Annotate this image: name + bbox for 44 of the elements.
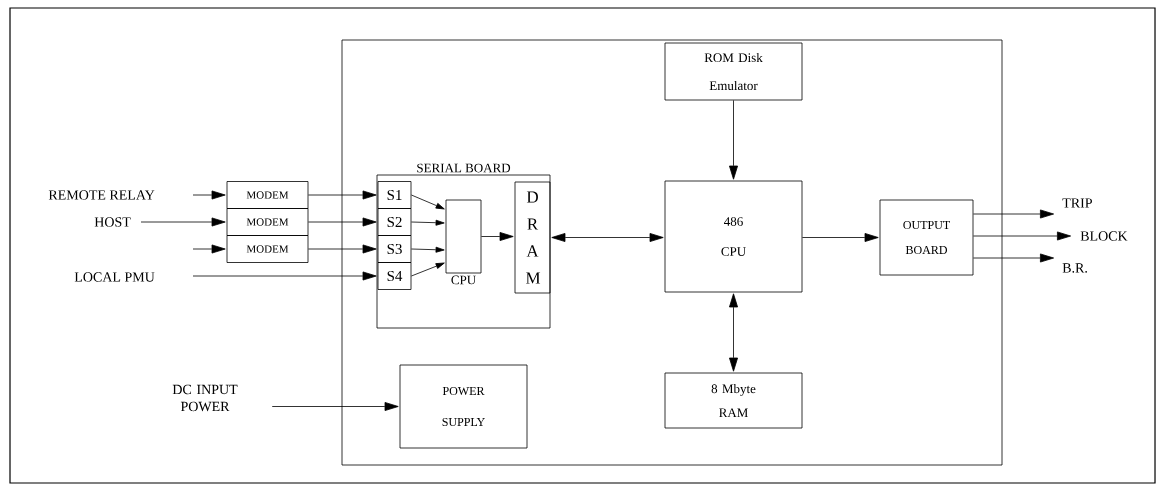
signal-label: LOCAL PMU: [74, 272, 155, 282]
arrow: [192, 190, 226, 200]
port-box: S1: [377, 181, 412, 209]
port-box: S2: [377, 208, 412, 236]
arrow: [411, 246, 445, 253]
signal-label: TRIP: [1062, 198, 1092, 208]
cpu-box: CPU: [445, 199, 482, 285]
arrow: [973, 253, 1054, 263]
output-board-box: OUTPUT BOARD: [879, 199, 974, 276]
arrow: [192, 244, 226, 254]
arrow: [973, 231, 1071, 241]
power-supply-box: POWER SUPPLY: [399, 364, 528, 449]
port-box: S3: [377, 235, 412, 263]
modem-box: MODEM: [226, 235, 309, 263]
arrow: [481, 232, 514, 241]
processor-box: 486 CPU: [664, 180, 803, 293]
arrow: [729, 293, 738, 372]
arrow: [802, 233, 879, 242]
memory-box: D R A M: [514, 181, 551, 294]
port-box: S4: [377, 262, 412, 290]
component-box: ROM Disk Emulator: [664, 42, 803, 101]
signal-label: BLOCK: [1080, 231, 1128, 241]
enclosure-box: [341, 39, 1003, 466]
node-label: SERIAL BOARD: [417, 163, 511, 173]
arrow: [140, 217, 226, 227]
arrow: [551, 233, 664, 242]
signal-label: REMOTE RELAY: [48, 190, 155, 200]
arrow: [192, 271, 377, 281]
signal-label: B.R.: [1062, 263, 1087, 273]
arrow: [308, 190, 377, 200]
arrow: [973, 209, 1054, 219]
modem-box: MODEM: [226, 181, 309, 209]
arrow: [411, 262, 445, 277]
arrow: [411, 219, 445, 226]
node-label: CPU: [451, 275, 476, 285]
arrow: [308, 244, 377, 254]
arrow: [308, 217, 377, 227]
arrow: [729, 100, 738, 180]
signal-label: DC INPUT POWER: [172, 384, 238, 412]
modem-box: MODEM: [226, 208, 309, 236]
arrow: [411, 194, 445, 210]
component-box: 8 Mbyte RAM: [664, 372, 803, 429]
arrow: [271, 402, 399, 411]
signal-label: HOST: [94, 217, 131, 227]
